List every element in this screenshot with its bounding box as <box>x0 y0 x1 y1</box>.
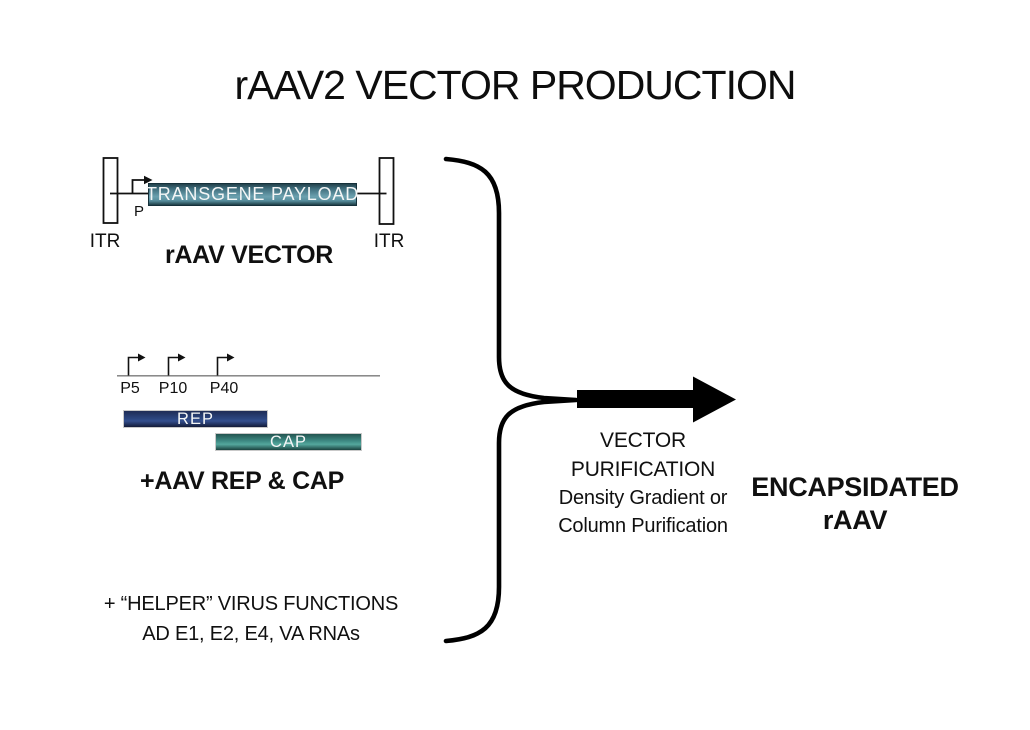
rep-gene-box: REP <box>123 410 268 428</box>
promoter-p10-label: P10 <box>158 380 188 397</box>
rep-label: REP <box>177 409 214 428</box>
purification-line3: Density Gradient or <box>558 487 728 509</box>
helper-functions-text: + “HELPER” VIRUS FUNCTIONS AD E1, E2, E4… <box>71 589 431 649</box>
process-arrow-icon <box>577 376 736 423</box>
purification-line2: PURIFICATION <box>570 458 716 481</box>
promoter-p-label: P <box>133 203 144 220</box>
raav-vector-caption: rAAV VECTOR <box>164 241 334 269</box>
itr-left-symbol <box>102 157 119 224</box>
product-line1: ENCAPSIDATED <box>751 472 959 502</box>
purification-line1: VECTOR <box>600 429 686 452</box>
rep-cap-caption: +AAV REP & CAP <box>140 467 344 495</box>
promoter-p40-arrow-icon <box>216 353 235 376</box>
itr-left-label: ITR <box>89 231 121 252</box>
promoter-arrow-icon <box>131 179 144 194</box>
promoter-p5-label: P5 <box>120 380 140 397</box>
helper-functions-line2: AD E1, E2, E4, VA RNAs <box>142 623 360 645</box>
curly-brace <box>443 156 579 644</box>
itr-right-symbol <box>378 157 395 225</box>
cap-label: CAP <box>270 432 307 451</box>
helper-functions-line1: + “HELPER” VIRUS FUNCTIONS <box>103 593 399 615</box>
encapsidated-raav-label: ENCAPSIDATED rAAV <box>735 471 975 537</box>
promoter-p40-label: P40 <box>209 380 239 397</box>
cap-gene-box: CAP <box>215 433 362 451</box>
purification-line4: Column Purification <box>558 515 728 537</box>
promoter-p10-arrow-icon <box>167 353 186 376</box>
itr-right-label: ITR <box>373 231 405 252</box>
transgene-payload-label: TRANSGENE PAYLOAD <box>146 184 359 204</box>
transgene-payload-box: TRANSGENE PAYLOAD <box>146 183 359 206</box>
promoter-p5-arrow-icon <box>127 353 146 376</box>
product-line2: rAAV <box>822 505 888 535</box>
vector-purification-text: VECTOR PURIFICATION Density Gradient or … <box>523 426 763 540</box>
page-title: rAAV2 VECTOR PRODUCTION <box>234 62 797 108</box>
